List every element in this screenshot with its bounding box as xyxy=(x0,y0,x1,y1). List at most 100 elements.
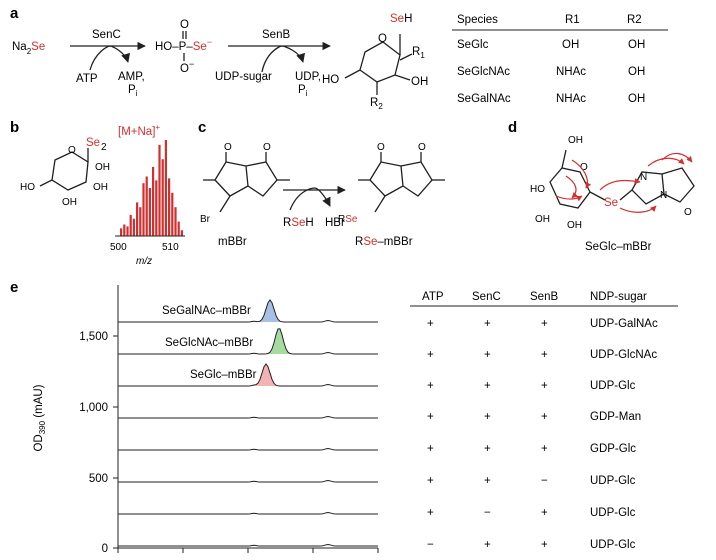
ms-peak-bar xyxy=(152,166,155,236)
table-row: +++UDP-GalNAc xyxy=(427,318,658,330)
y-tick-label: 1,500 xyxy=(79,331,108,343)
na2se-formula: Na2Se xyxy=(12,41,45,56)
oh-label: OH xyxy=(567,220,582,231)
table-cell: + xyxy=(427,380,434,392)
oh-label: OH xyxy=(535,214,550,225)
r2-label: R2 xyxy=(370,97,383,111)
table-row: ++−UDP-Glc xyxy=(427,475,636,487)
conditions-table: ATP SenC SenB NDP-sugar +++UDP-GalNAc+++… xyxy=(410,291,678,551)
rseh-reagent: RSeH xyxy=(283,217,314,229)
table-cell: UDP-Glc xyxy=(590,539,636,551)
table-row: +++GDP-Glc xyxy=(427,443,636,455)
panel-b: b O Se 2 OH OH OH HO [M+Na]+ 500 510 m/z xyxy=(10,119,185,267)
chromatogram-trace xyxy=(118,479,378,483)
trace-label-seglc: SeGlc–mBBr xyxy=(190,369,257,381)
table-cell: + xyxy=(541,349,548,361)
ms-peak-bar xyxy=(139,207,142,236)
ms-peak-bar xyxy=(161,159,164,236)
oh-label: OH xyxy=(62,197,77,208)
carbonyl-o: O xyxy=(684,207,692,218)
senc-curved-arrow xyxy=(89,45,130,71)
table-cell: + xyxy=(427,475,434,487)
table-cell: + xyxy=(541,507,548,519)
carbonyl-o: O xyxy=(263,142,271,153)
ms-peak-bar xyxy=(132,218,135,236)
senc-label: SenC xyxy=(92,29,121,41)
table-cell: GDP-Man xyxy=(590,411,641,423)
table-cell: + xyxy=(541,539,548,551)
amp-label: AMP, xyxy=(118,71,145,83)
table-cell: + xyxy=(484,349,491,361)
chromatogram-trace xyxy=(118,447,378,451)
table-cell: + xyxy=(484,380,491,392)
r1-cell: OH xyxy=(562,39,579,51)
species-table: Species R1 R2 SeGlc OH OH SeGlcNAc NHAc … xyxy=(452,14,668,105)
ring-oxygen: O xyxy=(580,162,588,173)
peak-fill xyxy=(254,300,286,322)
table-cell: + xyxy=(427,349,434,361)
panel-b-label: b xyxy=(10,119,19,136)
ring-oxygen: O xyxy=(68,145,76,156)
panel-e-label: e xyxy=(10,279,18,296)
table-row: SeGlc OH OH xyxy=(457,39,645,51)
ms-peak-bar xyxy=(168,178,171,236)
y-tick-label: 500 xyxy=(89,473,108,485)
trace-label-seglcnac: SeGlcNAc–mBBr xyxy=(165,337,253,349)
table-header-r1: R1 xyxy=(565,14,580,26)
table-cell: + xyxy=(484,443,491,455)
ms-peak-bar xyxy=(123,224,126,236)
ms-peak-bar xyxy=(180,230,183,236)
table-row: +−+UDP-Glc xyxy=(427,507,636,519)
ms-peak-bar xyxy=(171,192,174,236)
r2-cell: OH xyxy=(628,66,645,78)
species-cell: SeGalNAc xyxy=(457,93,511,105)
atp-label: ATP xyxy=(76,73,98,85)
ms-xtick-500: 500 xyxy=(110,242,127,253)
col-header-senc: SenC xyxy=(472,291,501,303)
table-cell: + xyxy=(484,539,491,551)
selenophosphate: HO–P–Se− xyxy=(155,37,212,53)
ms-peak-bar xyxy=(120,228,123,236)
senb-curved-arrow xyxy=(261,45,305,73)
se-atom: Se xyxy=(604,197,618,209)
peak-fill xyxy=(263,328,295,354)
table-header-r2: R2 xyxy=(627,14,642,26)
y-tick-label: 0 xyxy=(102,543,108,555)
chromatogram-trace xyxy=(118,363,378,387)
table-cell: − xyxy=(484,507,491,519)
ms-xlabel: m/z xyxy=(136,256,152,267)
r1-cell: NHAc xyxy=(556,93,586,105)
ms-spectrum xyxy=(120,140,183,236)
table-cell: + xyxy=(484,475,491,487)
ms-peak-bar xyxy=(158,144,161,236)
table-row: +++UDP-Glc xyxy=(427,380,636,392)
chromatogram-trace xyxy=(118,511,378,515)
ho-label: HO xyxy=(322,74,339,86)
senb-label: SenB xyxy=(262,29,290,41)
seglc-mbbr-caption: SeGlc–mBBr xyxy=(585,241,652,253)
ms-xtick-510: 510 xyxy=(162,242,179,253)
ms-peak-bar xyxy=(145,176,148,236)
table-cell: UDP-GlcNAc xyxy=(590,349,657,361)
ms-peak-label: [M+Na]+ xyxy=(118,123,160,138)
r1-cell: NHAc xyxy=(556,66,586,78)
y-axis-label: OD390 (mAU) xyxy=(33,384,47,451)
chromatogram-trace xyxy=(118,328,378,355)
table-row: SeGlcNAc NHAc OH xyxy=(457,66,645,78)
dimer-subscript: 2 xyxy=(101,142,107,153)
panel-d: d OH O HO OH OH Se N N O SeGlc–mBBr xyxy=(508,119,695,253)
r2-cell: OH xyxy=(628,93,645,105)
ring-oxygen: O xyxy=(378,33,387,45)
oh-label: OH xyxy=(93,182,108,193)
rse-mbbr-structure: O O RSe RSe–mBBr xyxy=(338,142,445,248)
seglc-mbbr-structure: OH O HO OH OH Se N N O SeGlc–mBBr xyxy=(530,135,695,253)
table-header-species: Species xyxy=(457,14,498,26)
panel-a: a Na2Se SenC ATP AMP, Pi HO–P–Se− O O− S… xyxy=(10,5,668,111)
se-atom: Se xyxy=(86,137,100,149)
hbr-byproduct: HBr xyxy=(325,217,345,229)
table-cell: + xyxy=(541,443,548,455)
table-cell: UDP-Glc xyxy=(590,380,636,392)
